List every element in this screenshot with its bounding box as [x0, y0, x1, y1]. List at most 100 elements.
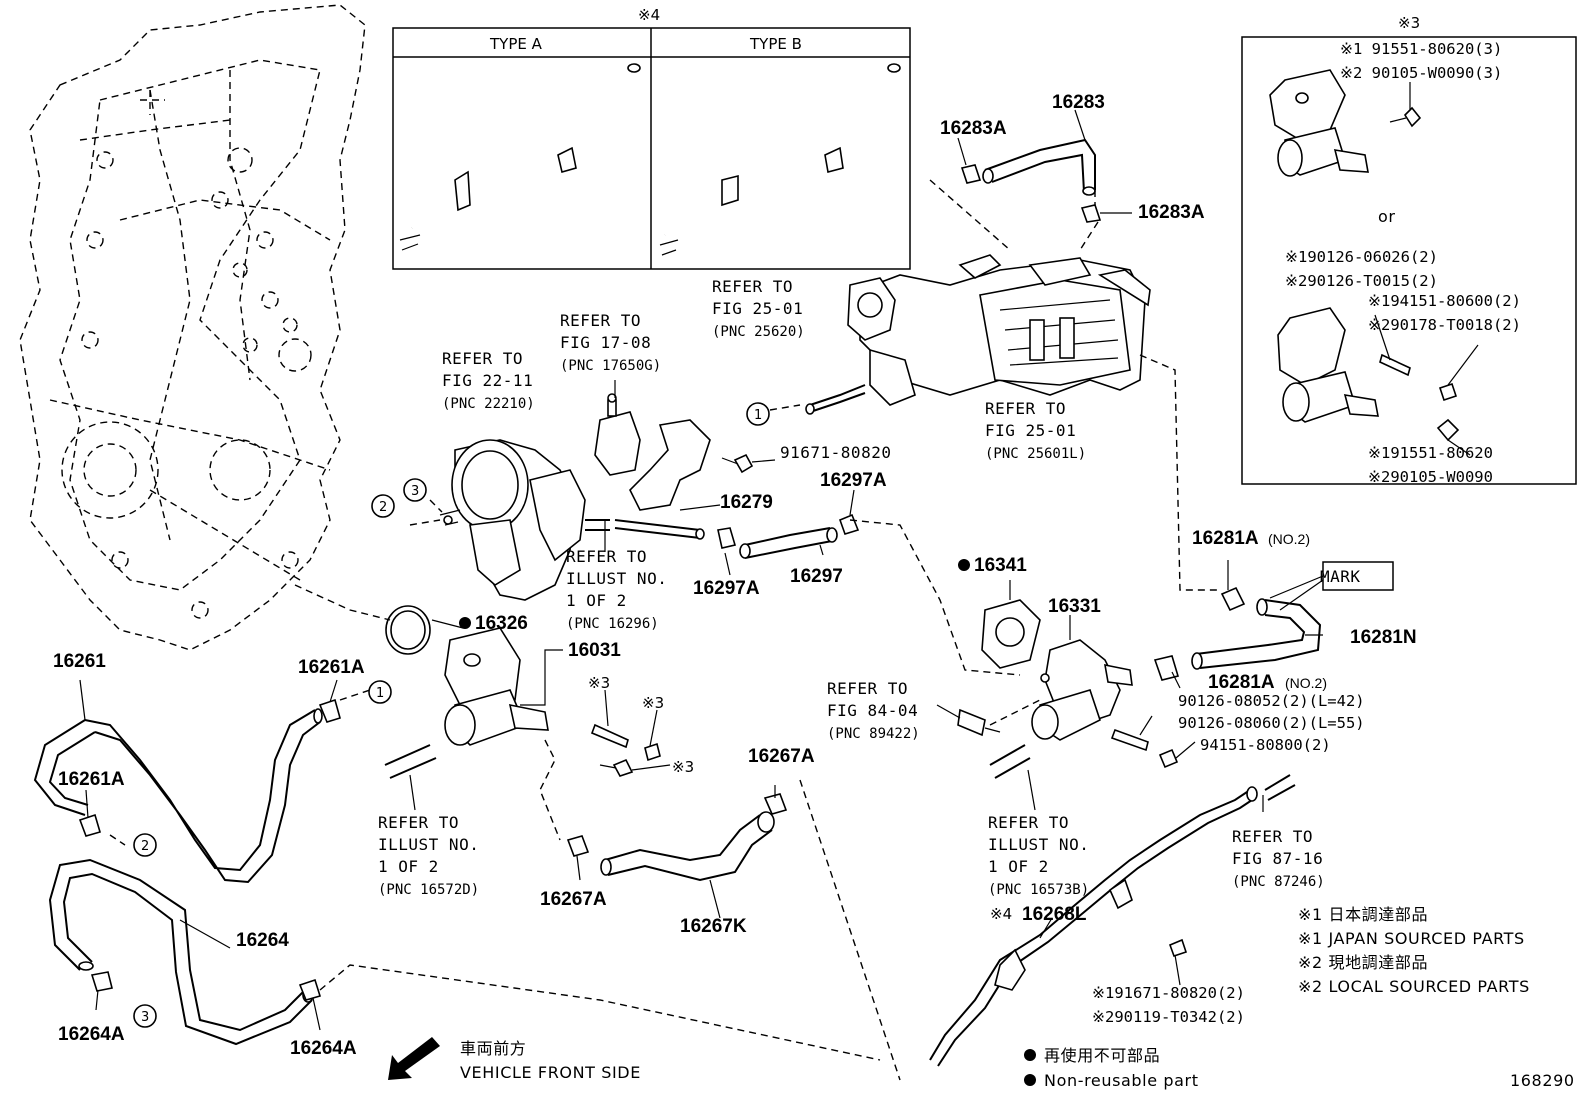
- label-16281A-top: 16281A: [1192, 528, 1259, 549]
- hose-16261: [33, 708, 323, 884]
- legend-dot-jp: [1024, 1049, 1036, 1061]
- stud-90126: [1110, 728, 1149, 752]
- svg-text:FIG 22-11: FIG 22-11: [442, 371, 533, 390]
- svg-text:(PNC 16573B): (PNC 16573B): [988, 882, 1089, 898]
- svg-text:1: 1: [376, 686, 384, 701]
- clamp-16297A-a: [717, 527, 737, 549]
- egr-valve-assembly: [805, 254, 1151, 415]
- reference-notes: REFER TO FIG 22-11 (PNC 22210) REFER TO …: [378, 277, 1325, 898]
- label-16283: 16283: [1052, 92, 1105, 113]
- svg-text:FIG 84-04: FIG 84-04: [827, 701, 918, 720]
- label-16268L-mark: ※4: [990, 905, 1012, 923]
- water-inlet-16331: [1031, 639, 1133, 741]
- svg-text:REFER TO: REFER TO: [827, 679, 908, 698]
- circled-ref-1-upper: 1: [746, 402, 770, 426]
- throttle-body: [439, 439, 586, 601]
- label-16281A-mid: 16281A: [1208, 672, 1275, 693]
- variant-mid-code-1: ※190126-06026(2): [1285, 248, 1438, 266]
- gasket-16326: [385, 605, 431, 655]
- front-direction-arrow-icon: [388, 1037, 440, 1080]
- hose-16264: [48, 858, 314, 1046]
- svg-text:ILLUST NO.: ILLUST NO.: [566, 569, 667, 588]
- ref-illust-16296: REFER TO ILLUST NO. 1 OF 2 (PNC 16296): [566, 547, 667, 632]
- label-16297A-bottom: 16297A: [693, 578, 760, 599]
- svg-text:FIG 25-01: FIG 25-01: [985, 421, 1076, 440]
- svg-text:1: 1: [754, 408, 762, 423]
- label-bolt-a1: 90126-08052(2)(L=42): [1178, 692, 1365, 710]
- vehicle-front-direction: 車両前方 VEHICLE FRONT SIDE: [388, 1037, 641, 1082]
- svg-text:(PNC 17650G): (PNC 17650G): [560, 358, 661, 374]
- label-16279: 16279: [720, 492, 773, 513]
- legend: ※1 日本調達部品 ※1 JAPAN SOURCED PARTS ※2 現地調達…: [1024, 905, 1530, 1090]
- clamp-16264A-a: [90, 971, 113, 992]
- label-16268L: 16268L: [1022, 904, 1087, 925]
- type-variant-box: ※4 TYPE A TYPE B: [392, 6, 911, 270]
- ref-fig-25-01-b: REFER TO FIG 25-01 (PNC 25601L): [985, 399, 1086, 462]
- ref-fig-17-08: REFER TO FIG 17-08 (PNC 17650G): [560, 311, 661, 374]
- clamp-16281A-b: [1153, 655, 1180, 681]
- label-16281A-top-note: (NO.2): [1268, 531, 1310, 547]
- svg-text:(PNC 25601L): (PNC 25601L): [985, 446, 1086, 462]
- svg-text:1 OF 2: 1 OF 2: [566, 591, 627, 610]
- direction-jp: 車両前方: [460, 1039, 526, 1058]
- svg-text:(PNC 16296): (PNC 16296): [566, 616, 659, 632]
- circled-ref-3-upper: 3: [403, 478, 427, 502]
- svg-text:REFER TO: REFER TO: [378, 813, 459, 832]
- label-16267K: 16267K: [680, 916, 747, 937]
- label-16264: 16264: [236, 930, 289, 951]
- bypass-hose-16297: [739, 527, 838, 559]
- svg-text:REFER TO: REFER TO: [1232, 827, 1313, 846]
- svg-text:(PNC 87246): (PNC 87246): [1232, 874, 1325, 890]
- label-bolt-a3: 94151-80800(2): [1200, 736, 1331, 754]
- label-16341: 16341: [974, 555, 1027, 576]
- legend-dot-en: [1024, 1074, 1036, 1086]
- svg-text:ILLUST NO.: ILLUST NO.: [988, 835, 1089, 854]
- label-16326: 16326: [475, 613, 528, 634]
- clamp-16281A-a: [1220, 586, 1246, 612]
- mark3-c: ※3: [672, 758, 694, 776]
- part-number-labels: 16283 16283A 16283A 16279 16297A 16297A …: [53, 92, 1417, 1059]
- ref-fig-25-01-a: REFER TO FIG 25-01 (PNC 25620): [712, 277, 805, 340]
- legend-local-jp: ※2 現地調達部品: [1298, 953, 1428, 972]
- variant-mid-code-2: ※290126-T0015(2): [1285, 272, 1438, 290]
- temp-sensor: [957, 708, 1001, 737]
- circled-refs: 1 1 2 2 3 3: [133, 402, 770, 1028]
- variant-right-code-2: ※290178-T0018(2): [1368, 316, 1521, 334]
- variant-housing-bottom: [1277, 307, 1479, 456]
- type-b-label: TYPE B: [749, 35, 802, 53]
- clamp-16264A-b: [298, 978, 322, 1001]
- ref-hose-16296: [585, 519, 610, 531]
- svg-text:REFER TO: REFER TO: [566, 547, 647, 566]
- type-a-pipe: [399, 63, 641, 251]
- circled-ref-2-upper: 2: [371, 494, 395, 518]
- svg-text:(PNC 16572D): (PNC 16572D): [378, 882, 479, 898]
- label-16264A-right: 16264A: [290, 1038, 357, 1059]
- svg-text:ILLUST NO.: ILLUST NO.: [378, 835, 479, 854]
- clamp-16267A-a: [566, 835, 590, 857]
- ref-illust-16573B: REFER TO ILLUST NO. 1 OF 2 (PNC 16573B): [988, 813, 1089, 898]
- pipe-16268L: [929, 774, 1296, 1067]
- svg-text:FIG 17-08: FIG 17-08: [560, 333, 651, 352]
- ref-fig-22-11: REFER TO FIG 22-11 (PNC 22210): [442, 349, 535, 412]
- circled-ref-1-left: 1: [368, 680, 392, 704]
- vsv-sensor: [594, 393, 641, 476]
- clamp-16261A-b: [78, 813, 101, 837]
- type-box-mark: ※4: [638, 6, 660, 24]
- label-bolt-a2: 90126-08060(2)(L=55): [1178, 714, 1365, 732]
- label-16261A-top: 16261A: [298, 657, 365, 678]
- svg-text:2: 2: [141, 839, 149, 854]
- pipe-bracket: [614, 419, 711, 540]
- gasket-16341: [981, 599, 1041, 669]
- label-bolt-b2: ※290119-T0342(2): [1092, 1008, 1245, 1026]
- direction-en: VEHICLE FRONT SIDE: [460, 1063, 641, 1082]
- legend-japan-jp: ※1 日本調達部品: [1298, 905, 1428, 924]
- legend-nonreuse-jp: 再使用不可部品: [1044, 1046, 1160, 1065]
- svg-text:1 OF 2: 1 OF 2: [988, 857, 1049, 876]
- bolt-91671: [721, 453, 754, 474]
- svg-text:(PNC 25620): (PNC 25620): [712, 324, 805, 340]
- legend-local-en: ※2 LOCAL SOURCED PARTS: [1298, 977, 1530, 996]
- label-16331: 16331: [1048, 596, 1101, 617]
- label-16031: 16031: [568, 640, 621, 661]
- type-b-pipe: [659, 63, 901, 256]
